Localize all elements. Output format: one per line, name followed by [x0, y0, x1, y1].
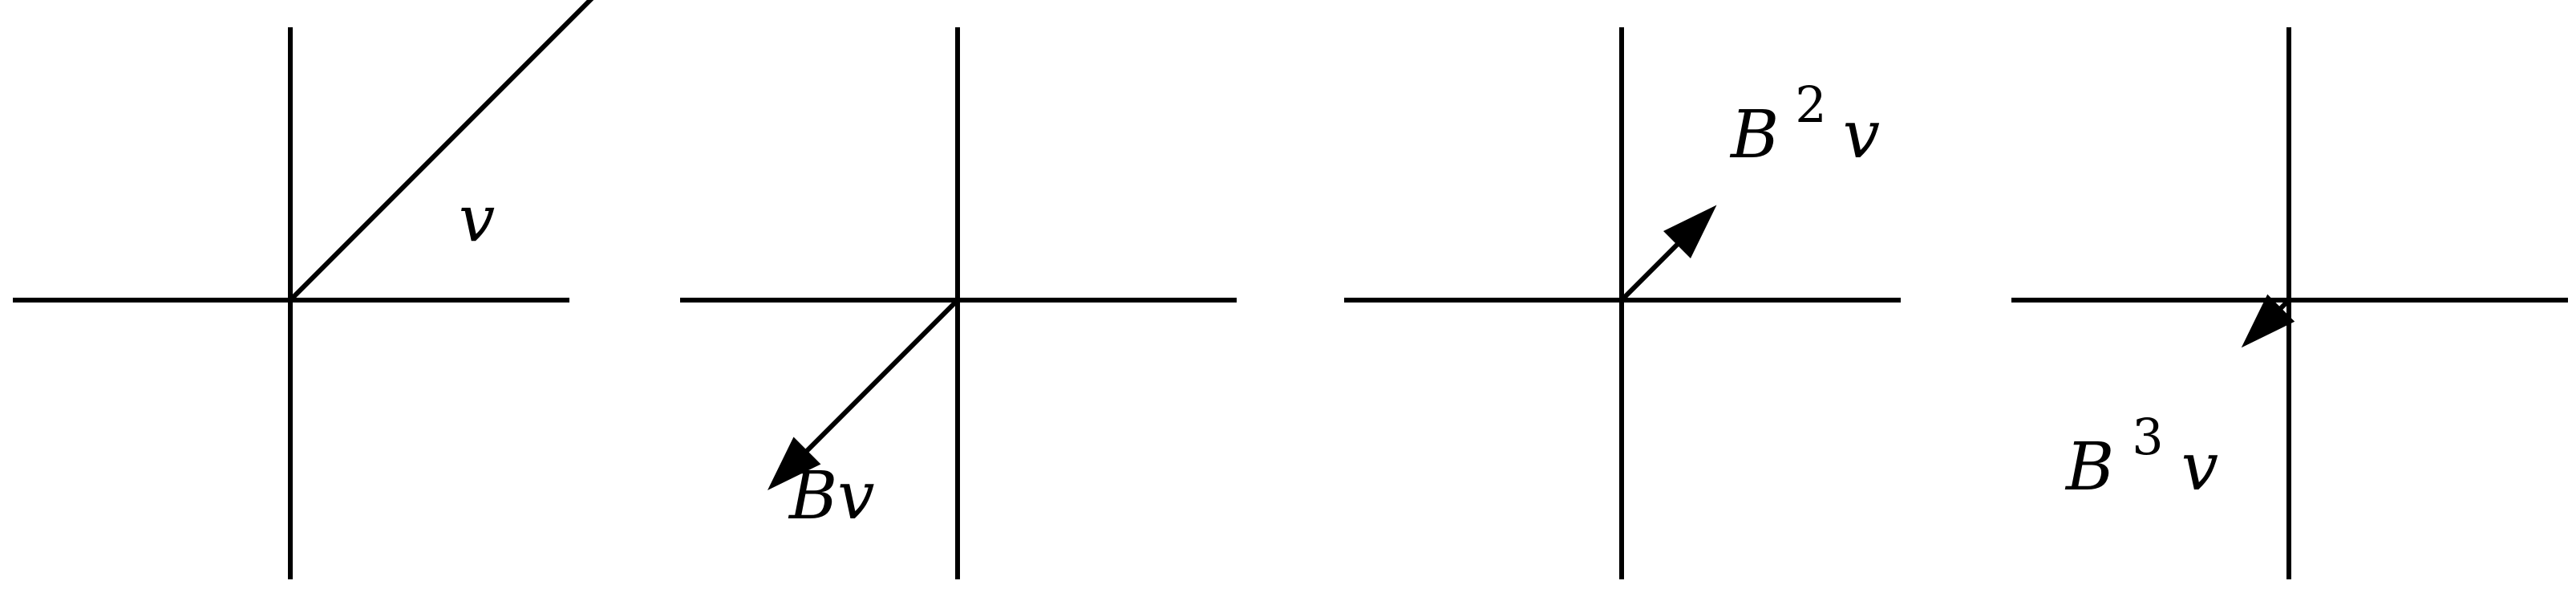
panel-1-label-vector: v	[459, 181, 495, 256]
panel-4-label-vector: v	[2181, 429, 2218, 506]
panel-1-vector-label: v	[459, 181, 495, 256]
panel-3-label-vector: v	[1843, 97, 1880, 173]
panel-3-arrowhead	[1663, 205, 1717, 258]
panel-3-label-power: 2	[1795, 75, 1826, 134]
panel-2-vector-shaft	[802, 298, 960, 456]
panel-2-vector-label: Bv	[788, 458, 875, 534]
panel-4-label-base: B	[2064, 429, 2114, 506]
panel-4-label-power: 3	[2132, 408, 2163, 466]
panel-3-label-base: B	[1729, 97, 1779, 173]
panel-2-arrowhead	[768, 437, 821, 490]
panel-3-vector-shaft	[1619, 239, 1683, 303]
panel-1: v	[13, 0, 594, 579]
panel-4-arrowhead	[2241, 294, 2295, 348]
panel-2-label-base: B	[788, 458, 837, 534]
panel-2: Bv	[680, 27, 1237, 579]
panel-2-label-vector: v	[837, 458, 874, 534]
panel-1-vector-shaft	[288, 0, 594, 303]
